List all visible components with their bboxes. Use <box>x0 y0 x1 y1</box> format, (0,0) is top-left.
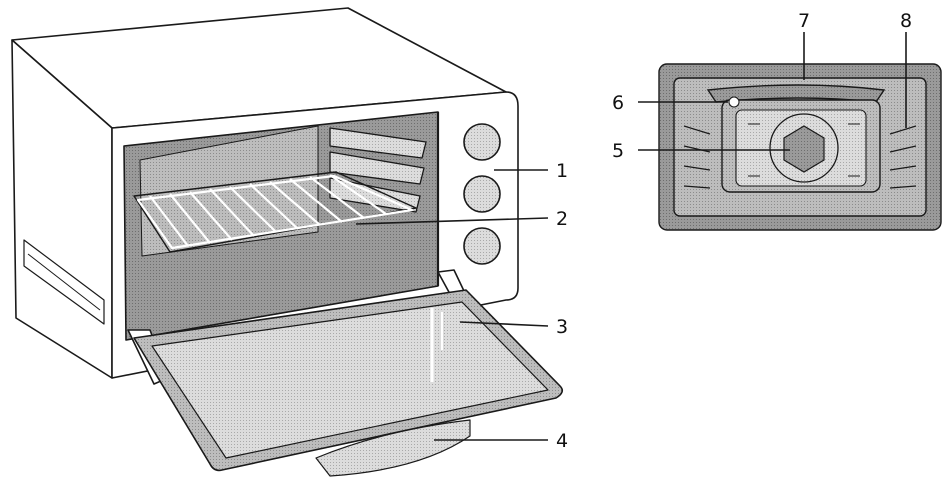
callout-3: 3 <box>556 316 568 338</box>
panel-side-slots <box>683 125 917 189</box>
leader-3 <box>459 321 549 327</box>
callout-leaders <box>355 32 907 441</box>
control-knobs <box>463 123 501 265</box>
control-panel-detail <box>658 63 942 231</box>
wire-rack <box>133 171 417 253</box>
callout-8: 8 <box>900 10 912 32</box>
side-vent <box>23 239 105 325</box>
toaster-oven <box>11 7 564 477</box>
panel-top-bar <box>706 84 886 103</box>
callout-5: 5 <box>612 140 624 162</box>
callout-1: 1 <box>556 160 568 182</box>
callout-4: 4 <box>556 430 568 452</box>
indicator-light <box>728 96 740 108</box>
crumb-tray <box>315 419 471 477</box>
selector-dial-center <box>783 125 825 173</box>
heating-elements <box>329 127 427 213</box>
callout-2: 2 <box>556 208 568 230</box>
leader-2 <box>355 217 549 225</box>
knob-top <box>463 123 501 161</box>
callout-7: 7 <box>798 10 810 32</box>
knob-middle <box>463 175 501 213</box>
knob-bottom <box>463 227 501 265</box>
door-glass <box>151 301 549 459</box>
callout-6: 6 <box>612 92 624 114</box>
